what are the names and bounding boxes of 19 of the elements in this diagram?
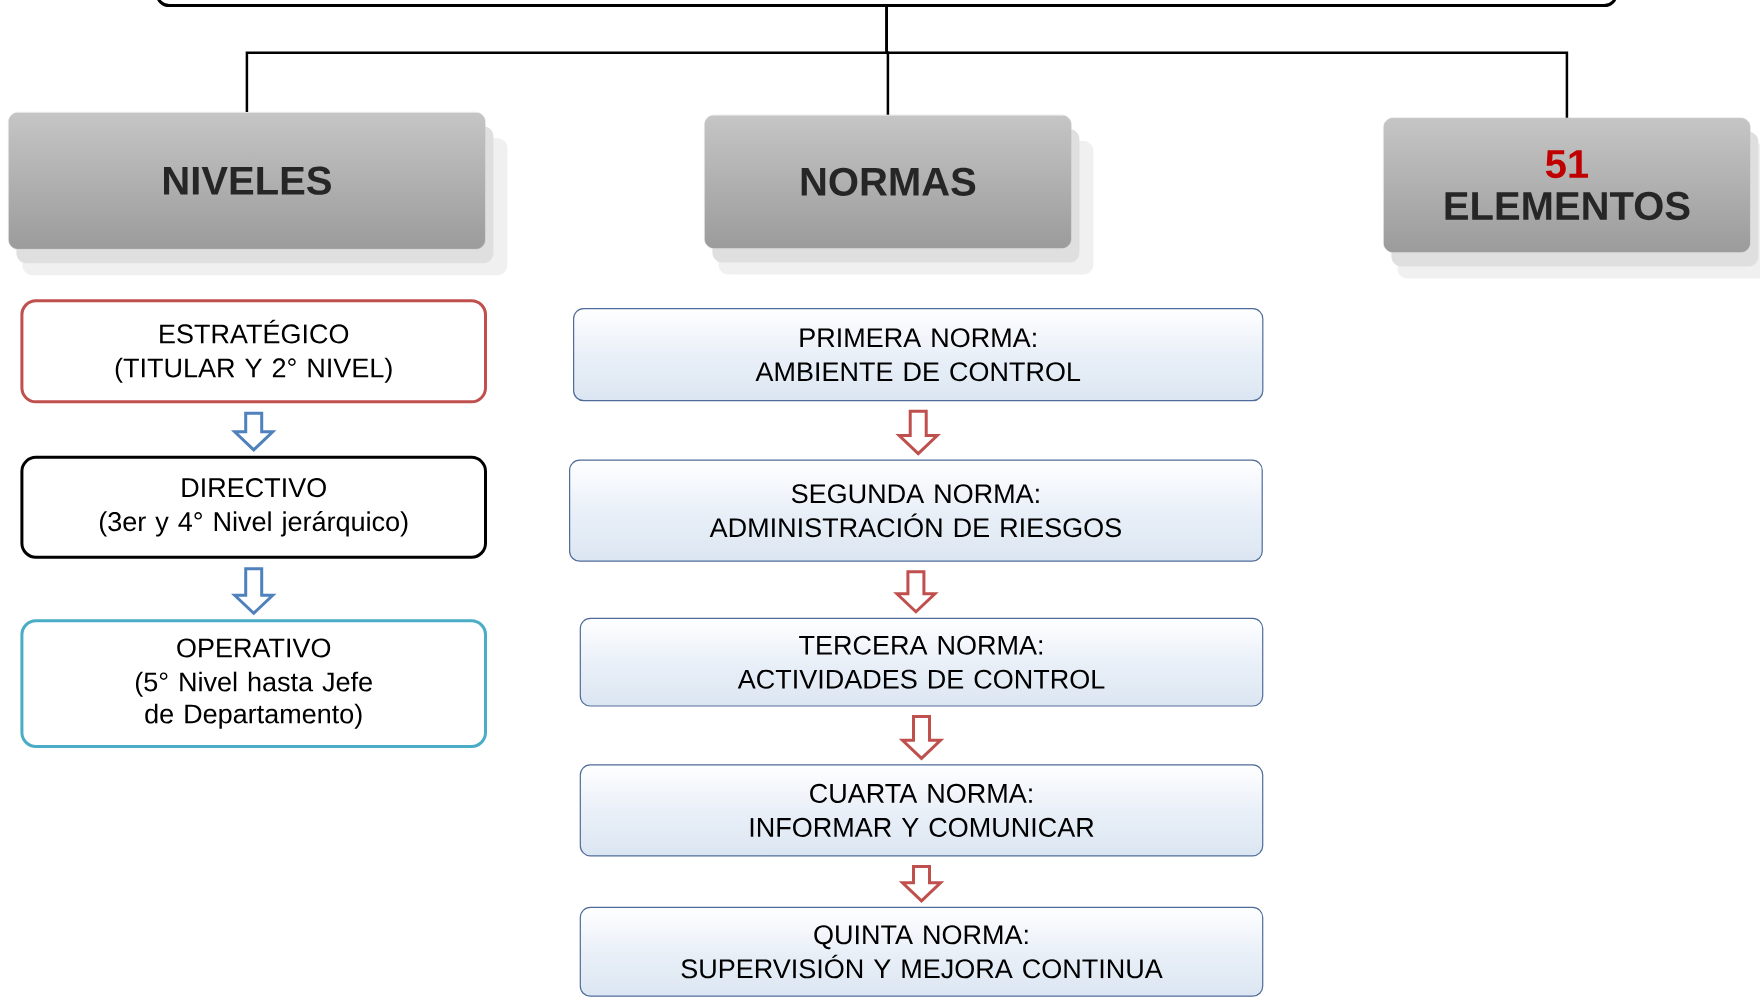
level-box: OPERATIVO (5° Nivel hasta Jefe de Departamento) xyxy=(20,619,487,748)
block-arrow xyxy=(898,864,945,903)
connector-line xyxy=(885,7,1569,118)
norm-box: CUARTA NORMA: INFORMAR Y COMUNICAR xyxy=(579,764,1264,857)
title-box xyxy=(155,0,1618,8)
block-arrow xyxy=(893,570,939,614)
block-arrow xyxy=(230,567,277,616)
header-box: 51 ELEMENTOS xyxy=(1383,117,1760,279)
block-arrow xyxy=(230,411,277,452)
norm-box: SEGUNDA NORMA: ADMINISTRACIÓN DE RIESGOS xyxy=(569,459,1263,562)
block-arrow xyxy=(895,409,941,456)
norm-box: PRIMERA NORMA: AMBIENTE DE CONTROL xyxy=(573,308,1264,402)
block-arrow xyxy=(898,715,945,761)
norm-box: QUINTA NORMA: SUPERVISIÓN Y MEJORA CONTINUA xyxy=(579,906,1264,997)
header-box: NORMAS xyxy=(704,114,1094,275)
level-box: DIRECTIVO (3er y 4° Nivel jerárquico) xyxy=(20,455,487,559)
norm-box: TERCERA NORMA: ACTIVIDADES DE CONTROL xyxy=(579,617,1264,707)
header-box: NIVELES xyxy=(8,112,508,276)
level-box: ESTRATÉGICO (TITULAR Y 2° NIVEL) xyxy=(20,299,487,404)
